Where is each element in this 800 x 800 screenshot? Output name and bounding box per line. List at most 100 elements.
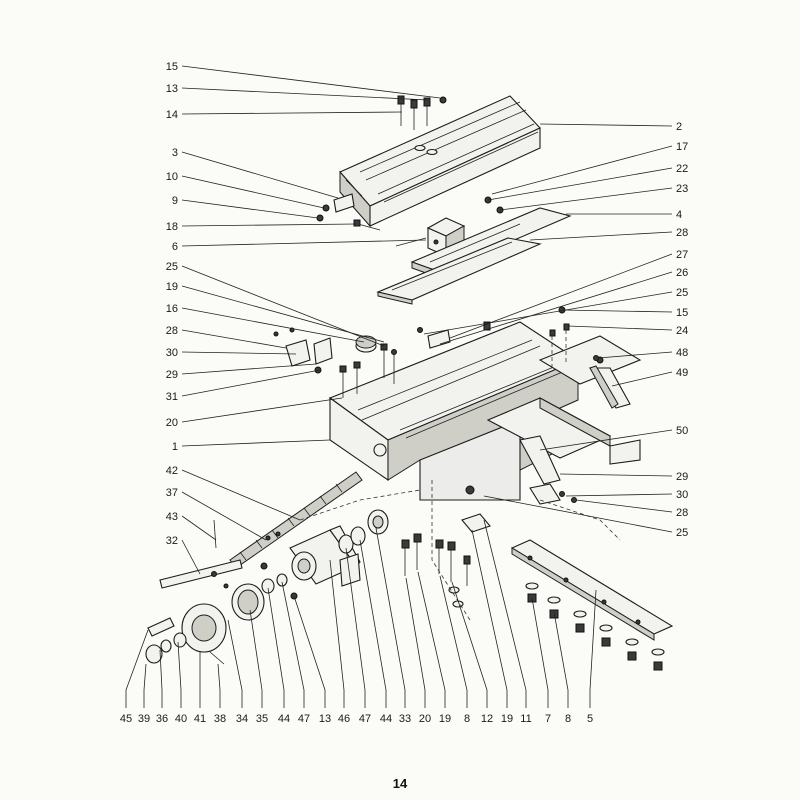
- leader-bottom-8: [553, 611, 569, 708]
- callout-left-19: 19: [166, 281, 178, 293]
- right-small-parts: [519, 435, 641, 505]
- leader-right-30: [565, 493, 673, 497]
- callout-bottom-19: 19: [439, 713, 451, 725]
- callout-left-32: 32: [166, 535, 178, 547]
- leader-right-17: [491, 145, 673, 195]
- callout-left-29: 29: [166, 369, 178, 381]
- callout-right-15: 15: [676, 307, 688, 319]
- bearing-housing-47: [289, 525, 361, 587]
- leader-right-50: [539, 429, 673, 451]
- page-number: 14: [393, 776, 408, 791]
- callout-right-23: 23: [676, 183, 688, 195]
- callout-left-6: 6: [172, 241, 178, 253]
- assembly-guide-lines: [299, 480, 621, 621]
- leader-bottom-36: [159, 649, 163, 708]
- leader-left-29: [181, 363, 317, 375]
- leader-bottom-33: [375, 527, 406, 708]
- leader-left-32: [181, 539, 201, 575]
- leader-left-20: [181, 397, 343, 423]
- shaft-32: [159, 559, 243, 589]
- callout-labels: 1513143109186251916283029312014237433221…: [120, 61, 688, 725]
- callout-right-25: 25: [676, 287, 688, 299]
- leader-left-15: [181, 65, 441, 99]
- leader-right-22: [487, 167, 673, 201]
- leader-bottom-19: [417, 571, 446, 708]
- callout-right-30: 30: [676, 489, 688, 501]
- base-right-top-parts: [417, 306, 599, 370]
- leader-bottom-8: [439, 575, 468, 708]
- callout-left-10: 10: [166, 171, 178, 183]
- callout-left-15: 15: [166, 61, 178, 73]
- callout-bottom-47: 47: [298, 713, 310, 725]
- leader-bottom-45: [125, 629, 149, 708]
- leader-left-6: [181, 239, 427, 247]
- callout-right-25: 25: [676, 527, 688, 539]
- callout-bottom-44: 44: [380, 713, 392, 725]
- top-table: [339, 95, 541, 228]
- callout-bottom-33: 33: [399, 713, 411, 725]
- callout-bottom-35: 35: [256, 713, 268, 725]
- leader-right-25: [423, 291, 673, 335]
- leader-left-43: [181, 515, 217, 541]
- leader-bottom-19: [471, 529, 508, 708]
- leader-left-28: [181, 329, 287, 349]
- callout-left-42: 42: [166, 465, 178, 477]
- leader-bottom-12: [451, 581, 488, 708]
- callout-left-37: 37: [166, 487, 178, 499]
- leader-left-3: [181, 151, 339, 199]
- leader-bottom-5: [589, 589, 597, 708]
- callout-left-14: 14: [166, 109, 178, 121]
- callout-bottom-8: 8: [464, 713, 470, 725]
- callout-bottom-44: 44: [278, 713, 290, 725]
- leader-right-24: [567, 325, 673, 331]
- leader-left-16: [181, 307, 365, 343]
- leader-bottom-20: [405, 577, 426, 708]
- callout-right-26: 26: [676, 267, 688, 279]
- leader-right-27: [449, 253, 673, 339]
- callout-left-16: 16: [166, 303, 178, 315]
- leader-left-9: [181, 199, 319, 219]
- leader-right-23: [499, 187, 673, 211]
- leader-right-2: [539, 123, 673, 127]
- callout-bottom-47: 47: [359, 713, 371, 725]
- leader-left-42: [181, 469, 301, 521]
- callout-left-28: 28: [166, 325, 178, 337]
- leader-left-1: [181, 439, 331, 447]
- callout-left-1: 1: [172, 441, 178, 453]
- leader-left-14: [181, 111, 403, 115]
- leader-left-13: [181, 87, 429, 101]
- leader-bottom-7: [531, 597, 549, 708]
- main-base: [328, 321, 580, 501]
- callout-bottom-7: 7: [545, 713, 551, 725]
- leader-left-18: [181, 223, 357, 227]
- callout-right-17: 17: [676, 141, 688, 153]
- leader-bottom-46: [329, 559, 345, 708]
- callout-bottom-38: 38: [214, 713, 226, 725]
- callout-bottom-46: 46: [338, 713, 350, 725]
- callout-right-49: 49: [676, 367, 688, 379]
- leader-bottom-34: [227, 619, 243, 708]
- gib-bar-5: [510, 539, 674, 671]
- callout-left-30: 30: [166, 347, 178, 359]
- leader-bottom-38: [217, 663, 221, 708]
- callout-bottom-19: 19: [501, 713, 513, 725]
- callout-left-13: 13: [166, 83, 178, 95]
- callout-right-27: 27: [676, 249, 688, 261]
- callout-right-48: 48: [676, 347, 688, 359]
- top-screws: [397, 95, 447, 156]
- leader-lines: [125, 65, 673, 708]
- bracket-49: [588, 356, 631, 409]
- leader-right-48: [597, 351, 673, 359]
- leader-right-15: [561, 309, 673, 313]
- callout-bottom-34: 34: [236, 713, 248, 725]
- callout-right-28: 28: [676, 227, 688, 239]
- callout-bottom-11: 11: [520, 713, 531, 725]
- callout-left-43: 43: [166, 511, 178, 523]
- callout-left-20: 20: [166, 417, 178, 429]
- callout-bottom-40: 40: [175, 713, 187, 725]
- table-left-small-parts: [316, 193, 381, 231]
- leader-right-49: [611, 371, 673, 387]
- gear-and-dials: [145, 573, 288, 665]
- callout-left-25: 25: [166, 261, 178, 273]
